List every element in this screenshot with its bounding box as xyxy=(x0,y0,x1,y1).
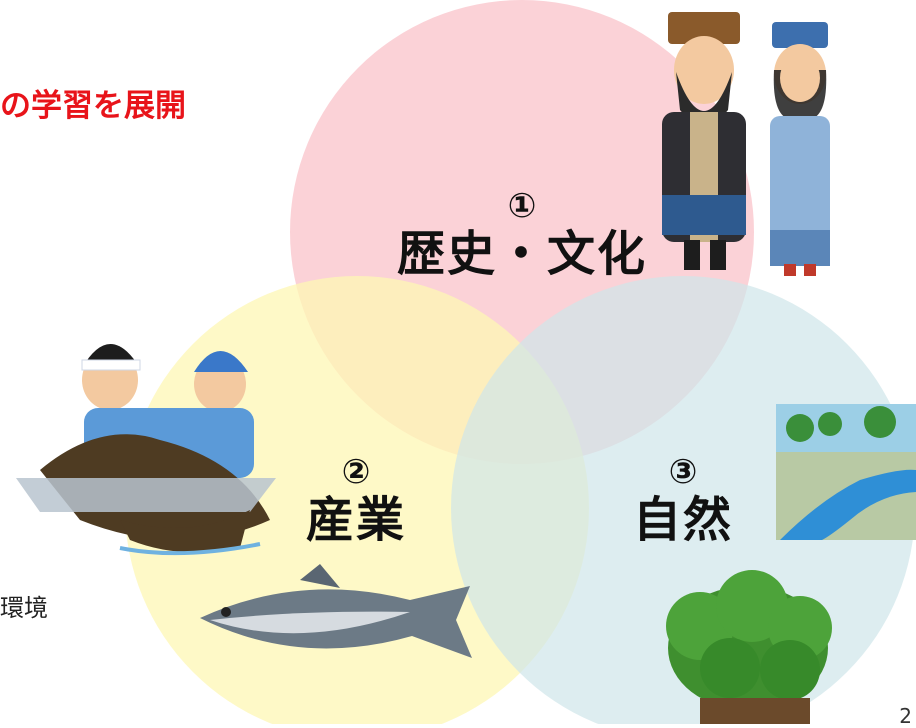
river-landscape-illustration xyxy=(776,404,916,540)
circle-label-history: ① 歴史・文化 xyxy=(397,186,647,282)
ainu-couple-illustration xyxy=(662,12,830,276)
forest-trees-illustration xyxy=(666,570,832,724)
circle-label-nature: ③ 自然 xyxy=(633,452,733,548)
circle-label-industry: ② 産業 xyxy=(306,452,406,548)
page-number: 2 xyxy=(899,704,912,728)
slide-title: の学習を展開 xyxy=(0,88,186,124)
salmon-illustration xyxy=(200,564,472,658)
circle-name: 産業 xyxy=(305,492,407,548)
side-text-fragment: 環境 xyxy=(0,594,48,622)
circle-name: 自然 xyxy=(632,492,734,548)
circle-number: ① xyxy=(507,186,537,226)
circle-number: ③ xyxy=(668,452,698,492)
kelp-harvest-fishermen-illustration xyxy=(16,344,276,556)
circle-number: ② xyxy=(341,452,371,492)
circle-name: 歴史・文化 xyxy=(396,226,648,282)
